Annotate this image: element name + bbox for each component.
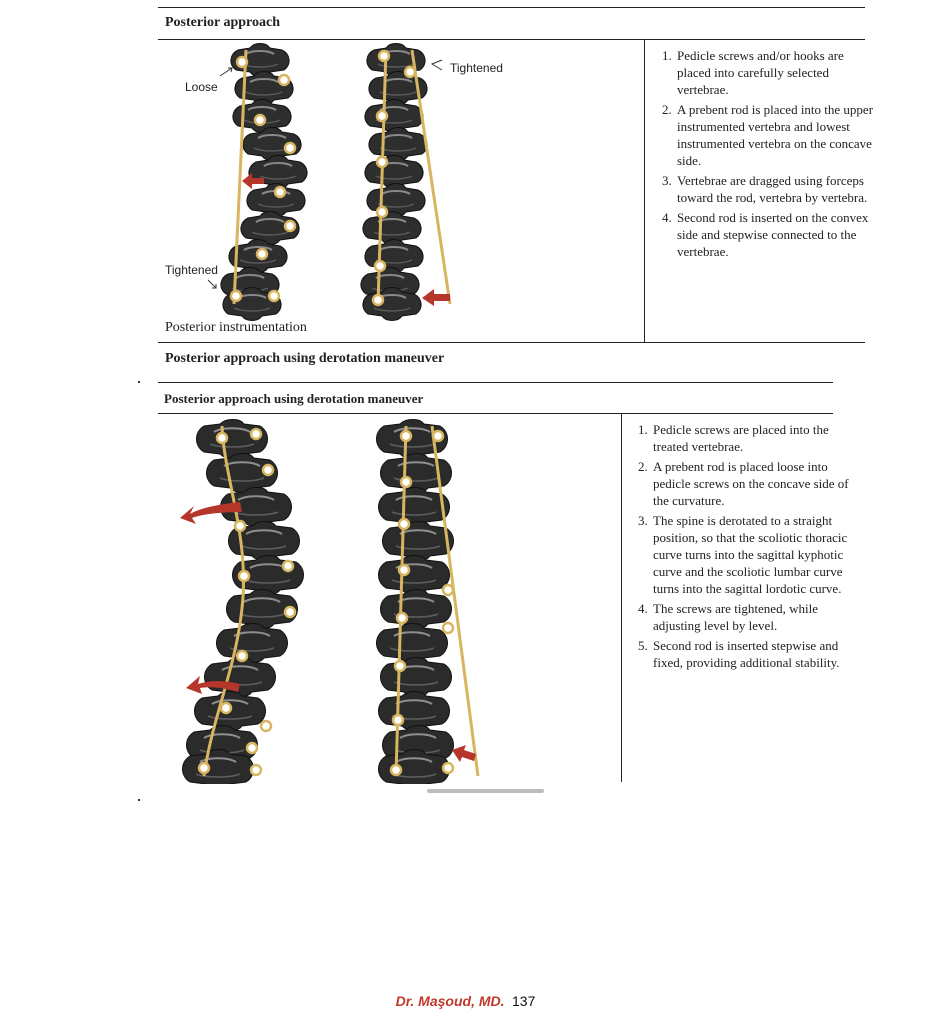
label-loose: Loose [185,80,218,94]
figure-caption: Posterior instrumentation [165,320,307,336]
section1-heading: Posterior approach [165,15,280,31]
section1-column-divider [644,40,645,342]
margin-dot [138,799,140,801]
section2-heading-top: Posterior approach using derotation mane… [165,351,444,367]
list-item: Vertebrae are dragged using forceps towa… [675,172,875,206]
section1-heading-rule [158,39,865,40]
list-item: Pedicle screws are placed into the treat… [651,421,851,455]
right-spine-derotation [377,420,454,785]
list-item: Pedicle screws and/or hooks are placed i… [675,47,875,98]
list-item: The screws are tightened, while adjustin… [651,600,851,634]
list-item: Second rod is inserted stepwise and fixe… [651,637,851,671]
page-footer: Dr. Maşoud, MD. 137 [0,993,931,1011]
section1-top-rule [158,7,865,8]
section2-heading-rule [158,413,833,414]
label-tightened-top: Tightened [450,61,503,75]
list-item: A prebent rod is placed into the upper i… [675,101,875,169]
list-item: Second rod is inserted on the convex sid… [675,209,875,260]
derotation-maneuver-figure [160,418,500,784]
page-number: 137 [512,993,535,1009]
section2-top-rule [158,382,833,383]
margin-dot [138,381,140,383]
section2-heading: Posterior approach using derotation mane… [164,391,423,407]
label-tightened-bottom: Tightened [165,263,218,277]
section2-steps: Pedicle screws are placed into the treat… [631,421,851,674]
list-item: The spine is derotated to a straight pos… [651,512,851,597]
section2-column-divider [621,414,622,782]
list-item: A prebent rod is placed loose into pedic… [651,458,851,509]
section1-steps: Pedicle screws and/or hooks are placed i… [655,47,875,263]
author-name: Dr. Maşoud, MD. [396,993,505,1009]
section1-bottom-rule [158,342,865,343]
horizontal-scrollbar[interactable] [427,789,544,793]
